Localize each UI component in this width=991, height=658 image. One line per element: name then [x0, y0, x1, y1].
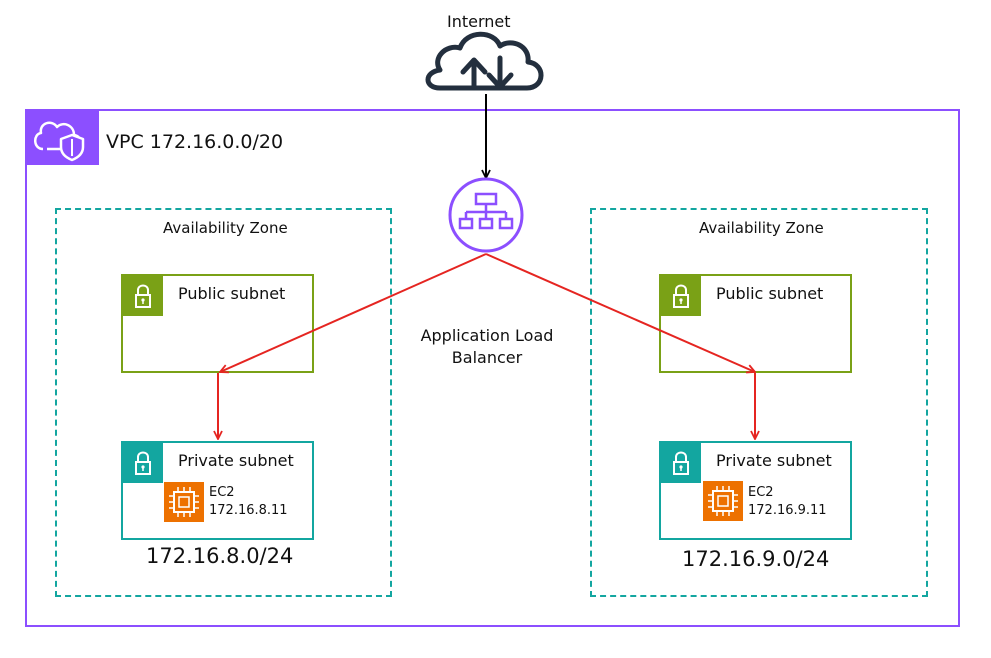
- public-subnet-1: Public subnet: [121, 274, 314, 373]
- alb-label-line1: Application Load: [420, 326, 554, 345]
- ec2-chip-icon: [164, 482, 204, 522]
- alb-label: Application Load Balancer: [407, 325, 567, 369]
- private-subnet-1: Private subnet: [121, 441, 314, 540]
- availability-zone-2: [590, 208, 928, 597]
- ec2-ip-1: 172.16.8.11: [209, 503, 288, 518]
- lock-icon: [123, 443, 163, 483]
- alb-label-line2: Balancer: [451, 348, 523, 367]
- private-subnet-2: Private subnet: [659, 441, 852, 540]
- vpc-icon: [25, 109, 99, 165]
- vpc-label: VPC 172.16.0.0/20: [106, 131, 284, 153]
- public-subnet-2: Public subnet: [659, 274, 852, 373]
- availability-zone-1-label: Availability Zone: [163, 219, 288, 237]
- private-subnet-1-label: Private subnet: [178, 451, 294, 470]
- ec2-name-1: EC2: [209, 485, 235, 500]
- lock-icon: [661, 276, 701, 316]
- availability-zone-1: [55, 208, 392, 597]
- public-subnet-2-label: Public subnet: [716, 284, 824, 303]
- internet-label: Internet: [447, 12, 511, 31]
- subnet-cidr-2: 172.16.9.0/24: [682, 547, 830, 571]
- subnet-cidr-1: 172.16.8.0/24: [146, 544, 294, 568]
- public-subnet-1-label: Public subnet: [178, 284, 286, 303]
- ec2-chip-icon: [703, 481, 743, 521]
- lock-icon: [123, 276, 163, 316]
- private-subnet-2-label: Private subnet: [716, 451, 832, 470]
- availability-zone-2-label: Availability Zone: [699, 219, 824, 237]
- lock-icon: [661, 443, 701, 483]
- ec2-name-2: EC2: [748, 485, 774, 500]
- ec2-ip-2: 172.16.9.11: [748, 503, 827, 518]
- vpc-boundary: [25, 109, 960, 627]
